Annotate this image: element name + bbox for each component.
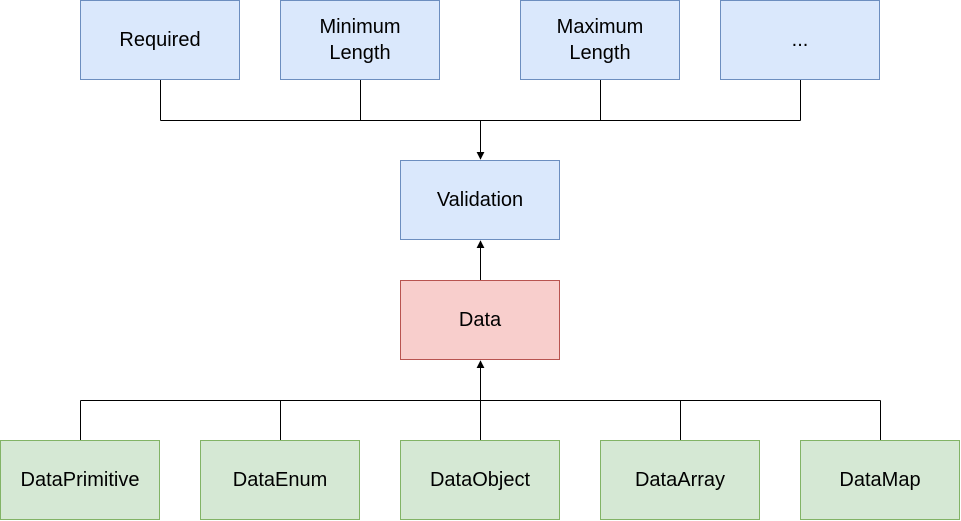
node-data-map: DataMap (800, 440, 960, 520)
node-data: Data (400, 280, 560, 360)
node-data-enum: DataEnum (200, 440, 360, 520)
node-minimum-length: Minimum Length (280, 0, 440, 80)
node-data-object: DataObject (400, 440, 560, 520)
node-maximum-length: Maximum Length (520, 0, 680, 80)
node-more-validators: ... (720, 0, 880, 80)
node-data-primitive: DataPrimitive (0, 440, 160, 520)
node-validation: Validation (400, 160, 560, 240)
node-required: Required (80, 0, 240, 80)
node-data-array: DataArray (600, 440, 760, 520)
